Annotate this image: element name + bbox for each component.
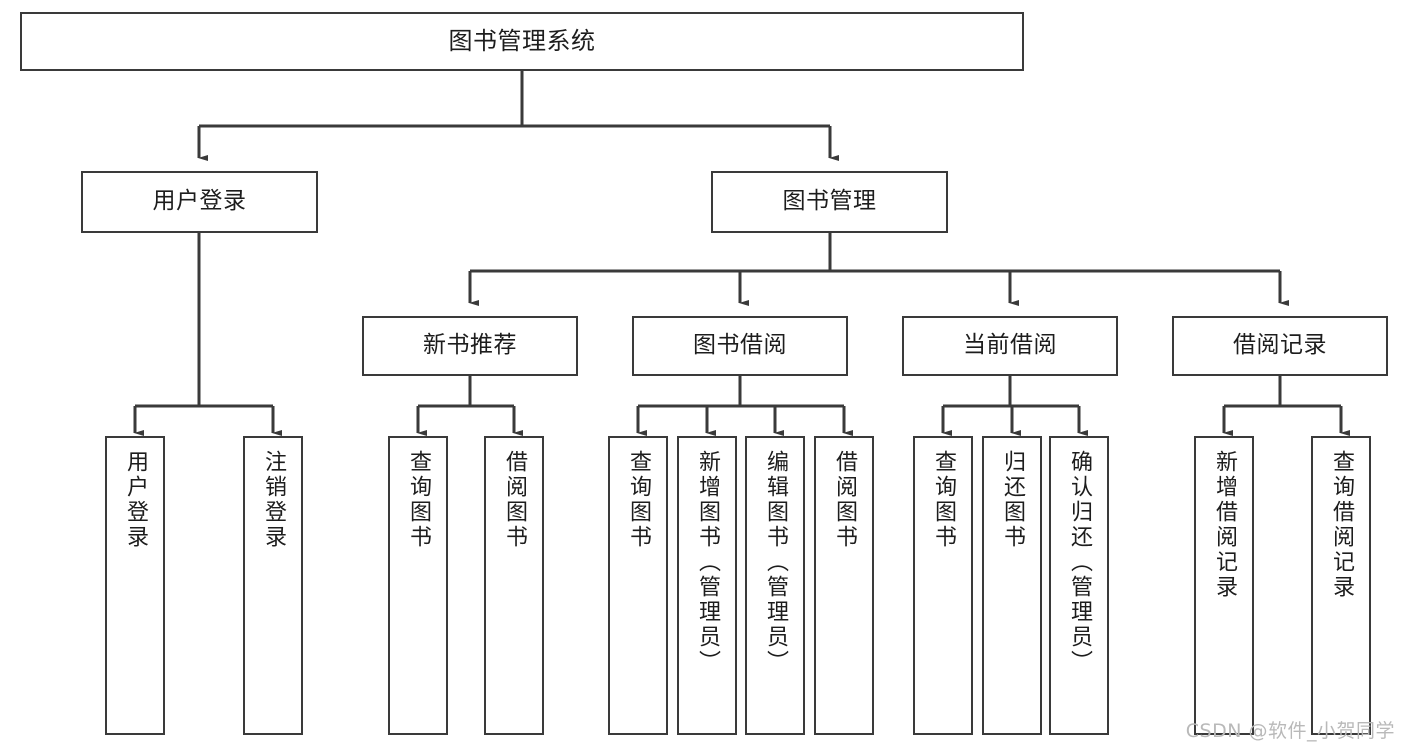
leaf-current-borrow-3-label: 确认归还（管理员） [1067, 450, 1092, 675]
leaf-current-borrow-1-label: 查询图书 [931, 450, 956, 550]
node-new-book-rec-label: 新书推荐 [423, 332, 517, 359]
leaf-current-borrow-3[interactable]: 确认归还（管理员） [1049, 436, 1109, 735]
leaf-book-borrow-1[interactable]: 查询图书 [608, 436, 668, 735]
leaf-book-borrow-2[interactable]: 新增图书（管理员） [677, 436, 737, 735]
leaf-borrow-record-1-label: 新增借阅记录 [1212, 450, 1237, 600]
leaf-book-borrow-4-label: 借阅图书 [832, 450, 857, 550]
leaf-new-book-rec-1[interactable]: 查询图书 [388, 436, 448, 735]
leaf-borrow-record-1[interactable]: 新增借阅记录 [1194, 436, 1254, 735]
node-book-borrow-label: 图书借阅 [693, 332, 787, 359]
node-book-borrow[interactable]: 图书借阅 [632, 316, 848, 376]
leaf-book-borrow-4[interactable]: 借阅图书 [814, 436, 874, 735]
leaf-user-login-2[interactable]: 注销登录 [243, 436, 303, 735]
node-book-manage-label: 图书管理 [782, 188, 877, 215]
leaf-book-borrow-2-label: 新增图书（管理员） [695, 450, 720, 675]
leaf-user-login-1[interactable]: 用户登录 [105, 436, 165, 735]
leaf-current-borrow-1[interactable]: 查询图书 [913, 436, 973, 735]
node-user-login-label: 用户登录 [152, 188, 247, 215]
node-borrow-record-label: 借阅记录 [1233, 332, 1327, 359]
node-root[interactable]: 图书管理系统 [20, 12, 1024, 71]
leaf-user-login-2-label: 注销登录 [261, 450, 286, 550]
node-user-login[interactable]: 用户登录 [81, 171, 318, 233]
leaf-new-book-rec-1-label: 查询图书 [406, 450, 431, 550]
leaf-borrow-record-2[interactable]: 查询借阅记录 [1311, 436, 1371, 735]
node-current-borrow-label: 当前借阅 [963, 332, 1057, 359]
leaf-book-borrow-3-label: 编辑图书（管理员） [763, 450, 788, 675]
leaf-current-borrow-2[interactable]: 归还图书 [982, 436, 1042, 735]
leaf-new-book-rec-2[interactable]: 借阅图书 [484, 436, 544, 735]
leaf-new-book-rec-2-label: 借阅图书 [502, 450, 527, 550]
node-current-borrow[interactable]: 当前借阅 [902, 316, 1118, 376]
leaf-book-borrow-3[interactable]: 编辑图书（管理员） [745, 436, 805, 735]
node-root-label: 图书管理系统 [448, 27, 596, 56]
leaf-book-borrow-1-label: 查询图书 [626, 450, 651, 550]
leaf-borrow-record-2-label: 查询借阅记录 [1329, 450, 1354, 600]
leaf-current-borrow-2-label: 归还图书 [1000, 450, 1025, 550]
node-book-manage[interactable]: 图书管理 [711, 171, 948, 233]
node-borrow-record[interactable]: 借阅记录 [1172, 316, 1388, 376]
leaf-user-login-1-label: 用户登录 [123, 450, 148, 550]
node-new-book-rec[interactable]: 新书推荐 [362, 316, 578, 376]
watermark-text: CSDN @软件_小贺同学 [1185, 720, 1395, 742]
